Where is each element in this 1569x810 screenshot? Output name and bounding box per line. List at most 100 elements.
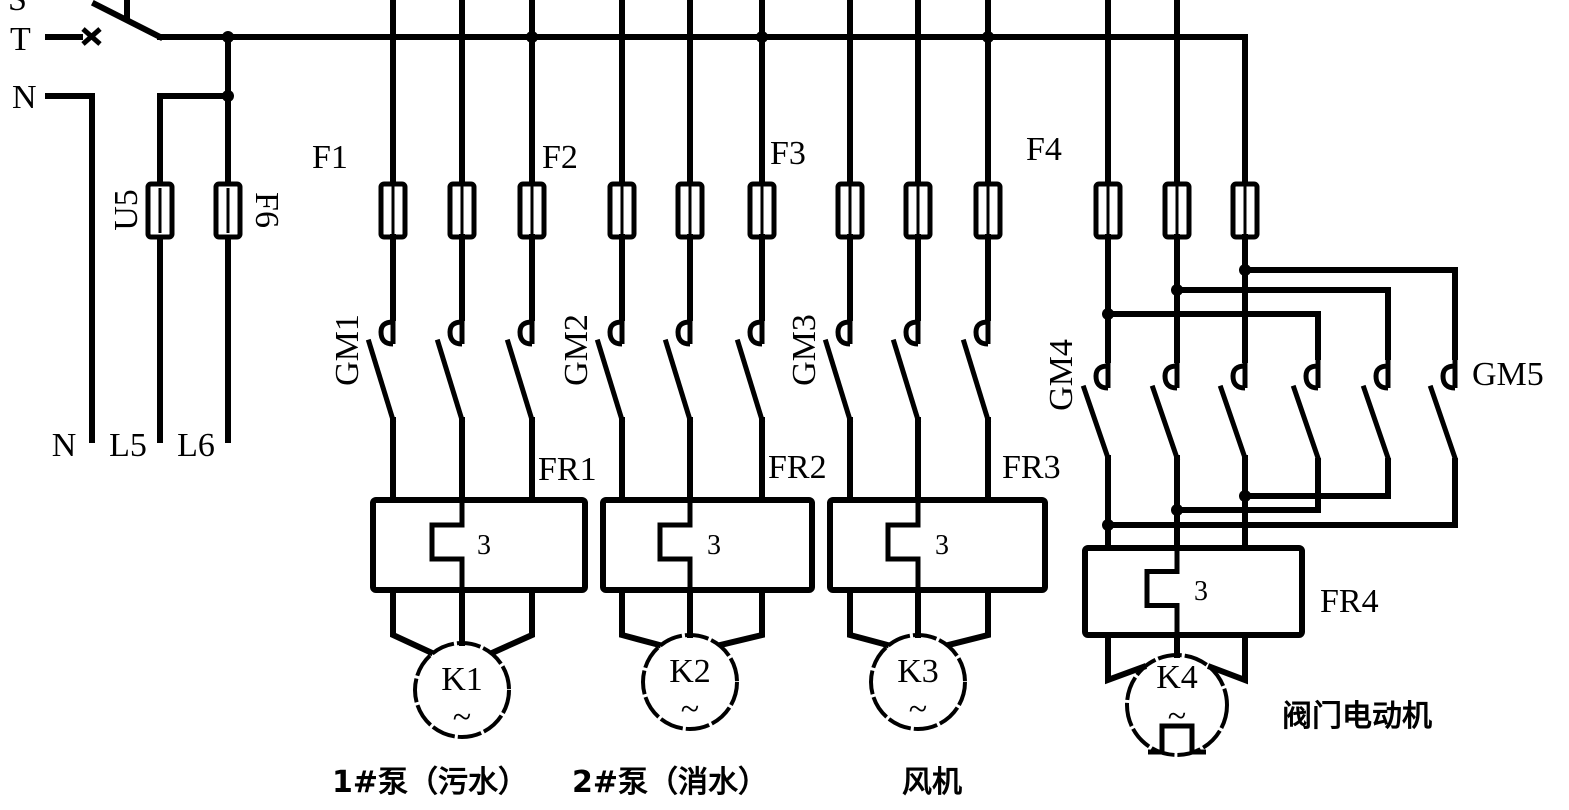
junction-dot — [1171, 284, 1183, 296]
motor-label-k1: K1 — [441, 661, 483, 698]
breaker-contact — [903, 300, 921, 347]
overload-relay — [370, 497, 588, 593]
breaker-blade — [1360, 384, 1392, 462]
relay-label-fr3: FR3 — [1002, 449, 1061, 486]
fuse-f6 — [213, 181, 243, 240]
crossover-wire — [1177, 287, 1391, 360]
overload-relay — [1082, 545, 1305, 638]
motor-label-k4: K4 — [1156, 659, 1198, 696]
fuse-group-label-f2: F2 — [542, 139, 578, 176]
breaker-contact — [1230, 344, 1248, 391]
breaker-contact — [1440, 344, 1458, 391]
thermal-element — [429, 500, 465, 590]
motor-symbol-k2: ~ — [681, 691, 699, 728]
thermal-element — [885, 500, 921, 590]
output-label-n: N — [52, 427, 77, 464]
output-label-l6: L6 — [177, 427, 215, 464]
motor-lead — [489, 590, 535, 657]
motor-symbol-k1: ~ — [453, 699, 471, 736]
breaker-contact — [675, 300, 693, 347]
motor-caption-k2: 2#泵（消水） — [572, 765, 768, 800]
breaker-blade — [1149, 384, 1181, 462]
phase-label-s: S — [8, 0, 27, 18]
breaker-contact — [1162, 344, 1180, 391]
breaker-blade — [1290, 384, 1322, 462]
motor-caption-k4: 阀门电动机 — [1282, 699, 1432, 734]
breaker-label-gm2: GM2 — [558, 314, 595, 386]
crossover-wire — [1245, 267, 1458, 360]
main-switch — [45, 0, 165, 46]
breaker-blade — [960, 338, 992, 424]
junction-dot — [1239, 264, 1251, 276]
motor-label-k2: K2 — [669, 653, 711, 690]
relay-poles-fr4: 3 — [1194, 576, 1208, 607]
thermal-element — [1144, 548, 1180, 635]
breaker-blade — [365, 338, 397, 424]
relay-label-fr2: FR2 — [768, 449, 827, 486]
breaker-contact — [1373, 344, 1391, 391]
breaker-label-gm5: GM5 — [1472, 356, 1544, 393]
motor-lead — [847, 590, 890, 649]
feeder-groups — [365, 0, 1459, 757]
relay-poles-fr3: 3 — [935, 530, 949, 561]
fuse-group-label-f1: F1 — [312, 139, 348, 176]
overload-relay — [600, 497, 815, 593]
breaker-blade — [734, 338, 766, 424]
junction-dot — [1102, 519, 1114, 531]
breaker-contact — [1093, 344, 1111, 391]
motor-lead — [1206, 635, 1248, 685]
neutral-line — [45, 93, 95, 443]
junction-dot — [1171, 504, 1183, 516]
motor-symbol-k4: ~ — [1168, 698, 1186, 735]
l5-feeder — [157, 93, 231, 443]
phase-label-n: N — [12, 79, 37, 116]
motor-symbol-k3: ~ — [909, 691, 927, 728]
motor-lead — [619, 590, 662, 649]
fuse-label-u5: U5 — [108, 189, 145, 231]
relay-label-fr4: FR4 — [1320, 583, 1379, 620]
breaker-contact — [517, 300, 535, 347]
phase-label-t: T — [10, 21, 31, 58]
junction-dot — [1239, 490, 1251, 502]
reverse-wire — [1177, 458, 1321, 513]
motor-lead — [1105, 635, 1148, 685]
motor-caption-k3: 风机 — [902, 765, 962, 800]
thermal-element — [657, 500, 693, 590]
breaker-blade — [662, 338, 694, 424]
breaker-blade — [1080, 384, 1112, 462]
breaker-label-gm3: GM3 — [786, 314, 823, 386]
fuse-u5 — [145, 181, 175, 240]
breaker-blade — [822, 338, 854, 424]
breaker-label-gm4: GM4 — [1043, 339, 1080, 411]
breaker-blade — [434, 338, 466, 424]
motor-caption-k1: 1#泵（污水） — [332, 765, 528, 800]
fuse-group-label-f4: F4 — [1026, 131, 1062, 168]
breaker-contact — [607, 300, 625, 347]
breaker-blade — [890, 338, 922, 424]
breaker-contact — [378, 300, 396, 347]
output-label-l5: L5 — [109, 427, 147, 464]
breaker-contact — [835, 300, 853, 347]
breaker-blade — [504, 338, 536, 424]
motor-label-k3: K3 — [897, 653, 939, 690]
breaker-contact — [747, 300, 765, 347]
fuse-label-f6: F6 — [248, 192, 285, 228]
breaker-contact — [447, 300, 465, 347]
breaker-blade — [594, 338, 626, 424]
reverse-wire — [1108, 458, 1458, 528]
breaker-label-gm1: GM1 — [329, 314, 366, 386]
relay-label-fr1: FR1 — [538, 451, 597, 488]
junction-dot — [1102, 308, 1114, 320]
breaker-contact — [973, 300, 991, 347]
motor-lead — [718, 590, 765, 649]
relay-poles-fr1: 3 — [477, 530, 491, 561]
crossover-wire — [1108, 311, 1321, 360]
motor-lead — [390, 590, 435, 657]
fuse-group-label-f3: F3 — [770, 135, 806, 172]
breaker-blade — [1427, 384, 1459, 462]
relay-poles-fr2: 3 — [707, 530, 721, 561]
reverse-wire — [1245, 458, 1391, 499]
breaker-contact — [1303, 344, 1321, 391]
overload-relay — [827, 497, 1048, 593]
